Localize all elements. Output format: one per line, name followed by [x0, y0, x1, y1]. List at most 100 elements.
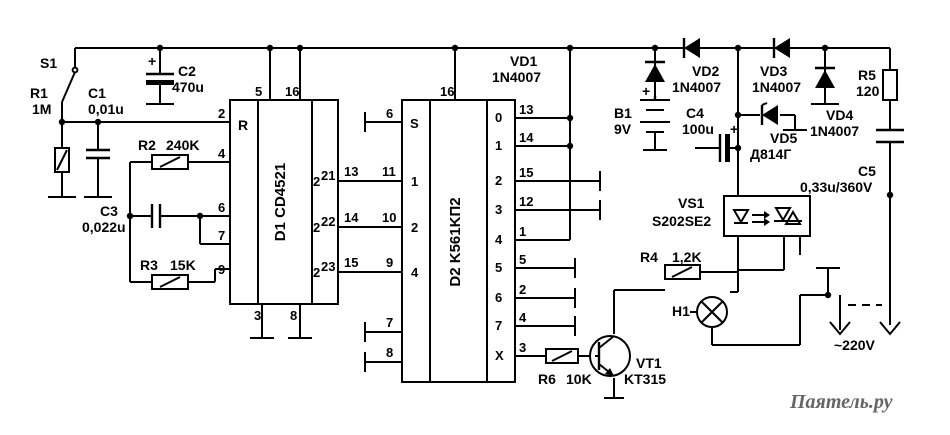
d1-pin-6: 6 — [218, 200, 225, 215]
d1-pin-7: 7 — [218, 228, 225, 243]
d1-q23: 23 — [321, 259, 335, 274]
d2-output-label: 4 — [495, 232, 503, 247]
d2-output-pin-number: 14 — [519, 130, 534, 145]
d2-output-label: 7 — [495, 318, 502, 333]
d2-output-pin-number: 12 — [519, 194, 533, 209]
vd5-name: VD5 — [770, 130, 797, 146]
c4-name: C4 — [686, 105, 704, 121]
c5-value: 0,33u/360V — [800, 179, 873, 195]
lamp-h1 — [696, 296, 728, 328]
d2-pin-16: 16 — [440, 84, 454, 99]
capacitor-c2 — [146, 72, 174, 85]
d1-pin-9: 9 — [218, 262, 225, 277]
d2-output-label: 0 — [495, 110, 502, 125]
d1-pin-13: 13 — [344, 164, 358, 179]
d2-s-label: S — [410, 116, 419, 131]
ic-d1: D1 CD4521 S R — [229, 99, 339, 305]
component-labels: S1 R1 1M C1 0,01u C2 470u + R2 240K C3 0… — [30, 53, 880, 387]
d2-pin-7: 7 — [386, 315, 393, 330]
vd4-value: 1N4007 — [810, 123, 859, 139]
vd1-value: 1N4007 — [492, 69, 541, 85]
d2-pin-10: 10 — [382, 210, 396, 225]
d1-q23-prefix: 2 — [313, 265, 320, 280]
r2-name: R2 — [138, 137, 156, 153]
vd2-name: VD2 — [692, 63, 719, 79]
resistor-r6 — [545, 348, 579, 364]
d2-pin-11: 11 — [382, 164, 396, 179]
d1-q21: 21 — [321, 168, 335, 183]
diode-vd2 — [682, 38, 700, 58]
d2-output-label: 2 — [495, 173, 502, 188]
d2-output-label: 6 — [495, 290, 502, 305]
r6-name: R6 — [538, 371, 556, 387]
d2-output-pin-number: 5 — [519, 252, 526, 267]
vd1-name: VD1 — [510, 53, 537, 69]
c5-name: C5 — [858, 163, 876, 179]
d2-output-pin-number: 13 — [519, 102, 533, 117]
d2-output-pin-number: 1 — [519, 224, 526, 239]
capacitor-c5 — [876, 128, 904, 144]
c4-value: 100u — [682, 121, 714, 137]
r3-value: 15K — [170, 257, 196, 273]
diode-vd4 — [815, 64, 835, 90]
c3-value: 0,022u — [82, 219, 126, 235]
r2-value: 240K — [166, 137, 199, 153]
capacitor-c4 — [718, 134, 730, 162]
resistor-r5 — [882, 69, 898, 101]
capacitor-c3 — [150, 204, 162, 228]
b1-name: B1 — [614, 105, 632, 121]
d2-pin-9: 9 — [386, 255, 393, 270]
resistor-r4 — [664, 264, 701, 280]
transistor-vt1 — [589, 335, 631, 377]
d1-pin-16: 16 — [285, 84, 299, 99]
d2-output-label: 5 — [495, 260, 502, 275]
zener-vd5 — [760, 102, 778, 125]
d2-output-pin-number: 3 — [519, 340, 526, 355]
c1-value: 0,01u — [88, 101, 124, 117]
r4-name: R4 — [640, 249, 658, 265]
r6-value: 10K — [566, 371, 592, 387]
d2-output-label: X — [495, 348, 504, 363]
d1-q22-prefix: 2 — [313, 220, 320, 235]
resistor-r1 — [54, 147, 70, 173]
d1-reset-letter: R — [238, 117, 248, 133]
resistor-r3 — [151, 274, 189, 290]
pin-numbers: 5 16 2 4 6 7 9 3 8 2 21 2 22 2 23 13 14 … — [218, 84, 454, 360]
vt1-value: KT315 — [624, 371, 666, 387]
vd3-name: VD3 — [760, 63, 787, 79]
vs1-value: S202SE2 — [652, 213, 711, 229]
d1-label: D1 CD4521 — [272, 163, 289, 241]
switch-s1 — [71, 66, 79, 74]
c4-plus: + — [730, 121, 738, 137]
b1-plus: + — [642, 83, 650, 99]
d2-output-pin-number: 4 — [519, 310, 527, 325]
d1-pin-14: 14 — [344, 210, 359, 225]
d2-pin-8: 8 — [386, 345, 393, 360]
c2-value: 470u — [172, 79, 204, 95]
d1-pin-3: 3 — [254, 308, 261, 323]
d1-pin-8: 8 — [290, 308, 297, 323]
optotriac-vs1 — [723, 195, 811, 237]
vd3-value: 1N4007 — [752, 79, 801, 95]
d1-q22: 22 — [321, 214, 335, 229]
d1-pin-2: 2 — [218, 106, 225, 121]
c2-name: C2 — [178, 63, 196, 79]
d1-pin-5: 5 — [255, 84, 262, 99]
h1-label: H1 — [672, 303, 690, 319]
d2-in-2: 2 — [411, 220, 418, 235]
vd4-name: VD4 — [826, 107, 853, 123]
d2-output-pin-number: 2 — [519, 282, 526, 297]
vd2-value: 1N4007 — [672, 79, 721, 95]
c2-plus: + — [148, 53, 156, 69]
d2-output-pin-number: 15 — [519, 165, 533, 180]
d1-pin-4: 4 — [218, 146, 226, 161]
mains-label: ~220V — [834, 337, 876, 353]
r5-value: 120 — [856, 83, 880, 99]
vt1-name: VT1 — [636, 355, 662, 371]
vs1-name: VS1 — [678, 195, 705, 211]
d2-pin-6: 6 — [386, 106, 393, 121]
